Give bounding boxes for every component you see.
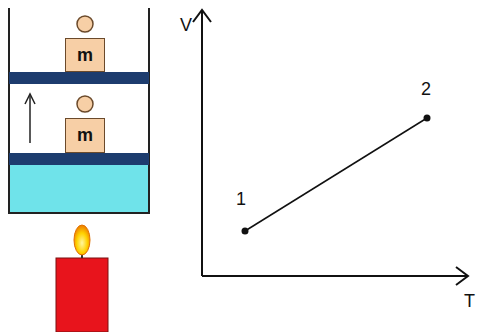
mass-block: m (65, 38, 105, 72)
v-axis-arrowhead (193, 10, 211, 22)
axis-label: T (464, 292, 475, 310)
state-label: 1 (236, 190, 246, 208)
t-axis-arrowhead (456, 267, 468, 285)
state-label: 2 (421, 80, 431, 98)
figure-head (77, 96, 93, 112)
mass-block: m (65, 118, 105, 153)
piston-initial (9, 153, 149, 165)
motion-arrow (29, 96, 31, 143)
piston-final (9, 72, 149, 84)
water (9, 165, 149, 213)
mass-label: m (77, 45, 93, 66)
process-line (245, 118, 427, 231)
mass-label: m (77, 125, 93, 146)
v-axis (201, 10, 203, 276)
state-point (424, 115, 431, 122)
candle (56, 258, 108, 332)
t-axis (202, 275, 468, 277)
state-point (242, 228, 249, 235)
flame (74, 225, 90, 255)
axis-label: V (180, 16, 192, 34)
cylinder-wall (9, 8, 149, 213)
figure-head (77, 16, 93, 32)
motion-arrowhead (25, 94, 35, 104)
